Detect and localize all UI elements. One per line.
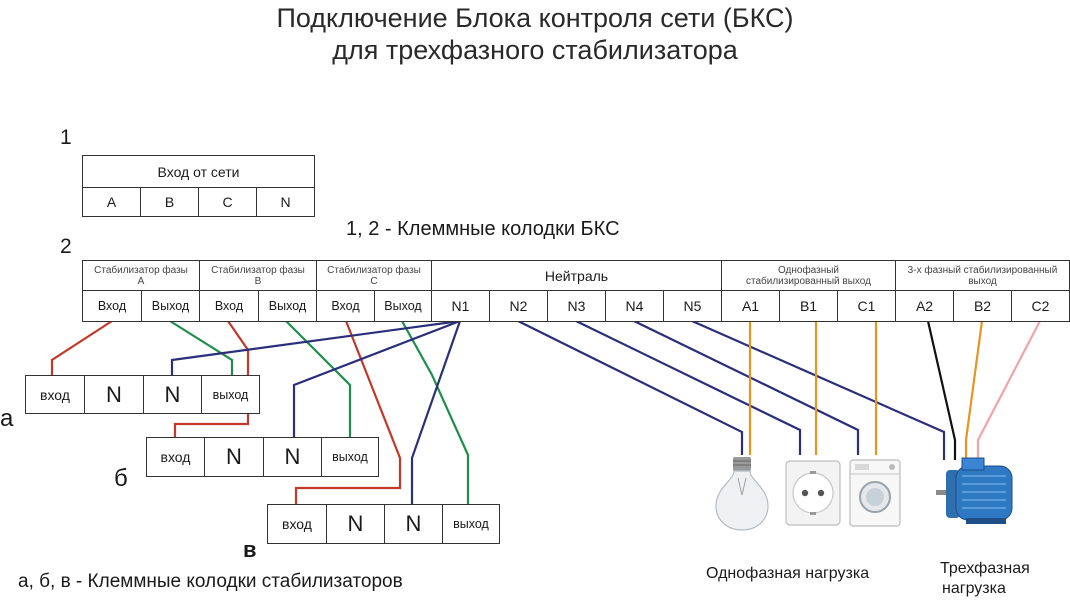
group-single-phase-output: Однофазный стабилизированный выход: [721, 260, 896, 291]
block1-terminal-b: B: [140, 187, 199, 217]
wire-black-a2: [926, 320, 957, 460]
block1-header: Вход от сети: [82, 155, 315, 188]
stabilizer-a-n2: N: [143, 375, 202, 414]
diagram-title-line1: Подключение Блока контроля сети (БКС): [276, 3, 794, 33]
group-stabilizer-b: Стабилизатор фазы B: [199, 260, 317, 291]
wire-navy-a: [170, 319, 461, 377]
three-phase-load-label-line2: нагрузка: [942, 580, 1006, 597]
terminal-a2: A2: [895, 290, 954, 322]
stabilizer-a-out: выход: [201, 375, 260, 414]
wire-red-b: [173, 320, 250, 438]
stabilizer-b-letter: б: [114, 465, 128, 492]
socket-icon: [785, 460, 841, 526]
block1-terminal-c: C: [198, 187, 257, 217]
terminal-n3: N3: [547, 290, 606, 322]
terminal-c-out: Выход: [374, 290, 432, 322]
block1-terminal-a: A: [82, 187, 141, 217]
stabilizer-c-in: вход: [267, 504, 327, 544]
wire-green-c: [401, 320, 470, 505]
stabilizer-a-in: вход: [25, 375, 85, 414]
wire-navy-n2: [517, 320, 744, 455]
terminal-c1: C1: [837, 290, 896, 322]
group-neutral: Нейтраль: [431, 260, 722, 291]
terminal-a-out: Выход: [141, 290, 200, 322]
stabilizer-b-n2: N: [263, 437, 322, 477]
wire-navy-n3: [575, 320, 802, 455]
wire-navy-n4: [633, 320, 860, 455]
stabilizer-b-out: выход: [321, 437, 379, 477]
single-phase-load-label: Однофазная нагрузка: [706, 565, 870, 582]
terminal-b-out: Выход: [258, 290, 317, 322]
stabilizer-b-n1: N: [204, 437, 264, 477]
terminal-n2: N2: [489, 290, 548, 322]
light-bulb-icon: [715, 457, 769, 531]
stabilizer-c-n2: N: [384, 504, 443, 544]
washing-machine-icon: [849, 459, 901, 527]
stabilizer-c-out: выход: [442, 504, 500, 544]
group-stabilizer-c: Стабилизатор фазы С: [316, 260, 432, 291]
terminal-n1: N1: [431, 290, 490, 322]
terminal-b-in: Вход: [199, 290, 259, 322]
group-stabilizer-a: Стабилизатор фазы А: [82, 260, 200, 291]
terminal-b2: B2: [953, 290, 1012, 322]
terminal-b1: B1: [779, 290, 838, 322]
stabilizer-a-n1: N: [84, 375, 144, 414]
wire-green-a: [169, 320, 234, 377]
terminal-n4: N4: [605, 290, 664, 322]
group-three-phase-output: 3-х фазный стабилизированный выход: [895, 260, 1070, 291]
wire-orange-b2: [964, 320, 984, 460]
electric-motor-icon: [936, 457, 1013, 524]
wire-navy-c: [410, 320, 462, 505]
wire-navy-n5: [691, 319, 946, 460]
wire-green-b: [285, 320, 352, 438]
terminal-a1: A1: [721, 290, 780, 322]
stabilizer-a-letter: а: [0, 405, 14, 432]
terminal-a-in: Вход: [82, 290, 142, 322]
three-phase-load-label-line1: Трехфазная: [940, 560, 1030, 577]
terminal-c2: C2: [1011, 290, 1070, 322]
terminal-c-in: Вход: [316, 290, 375, 322]
wire-red-a: [50, 320, 113, 377]
wire-navy-b: [292, 319, 461, 438]
stabilizer-b-in: вход: [146, 437, 205, 477]
wire-red-c: [294, 320, 402, 505]
stabilizer-blocks-caption: а, б, в - Клеммные колодки стабилизаторо…: [18, 571, 403, 592]
block2-number: 2: [60, 235, 72, 258]
block1-number: 1: [60, 126, 72, 149]
stabilizer-c-letter: в: [243, 537, 257, 562]
terminal-n5: N5: [663, 290, 722, 322]
terminal-blocks-caption: 1, 2 - Клеммные колодки БКС: [346, 218, 620, 240]
block1-terminal-n: N: [256, 187, 315, 217]
stabilizer-c-n1: N: [326, 504, 385, 544]
wire-pink-c2: [976, 320, 1041, 460]
diagram-title-line2: для трехфазного стабилизатора: [332, 35, 738, 65]
